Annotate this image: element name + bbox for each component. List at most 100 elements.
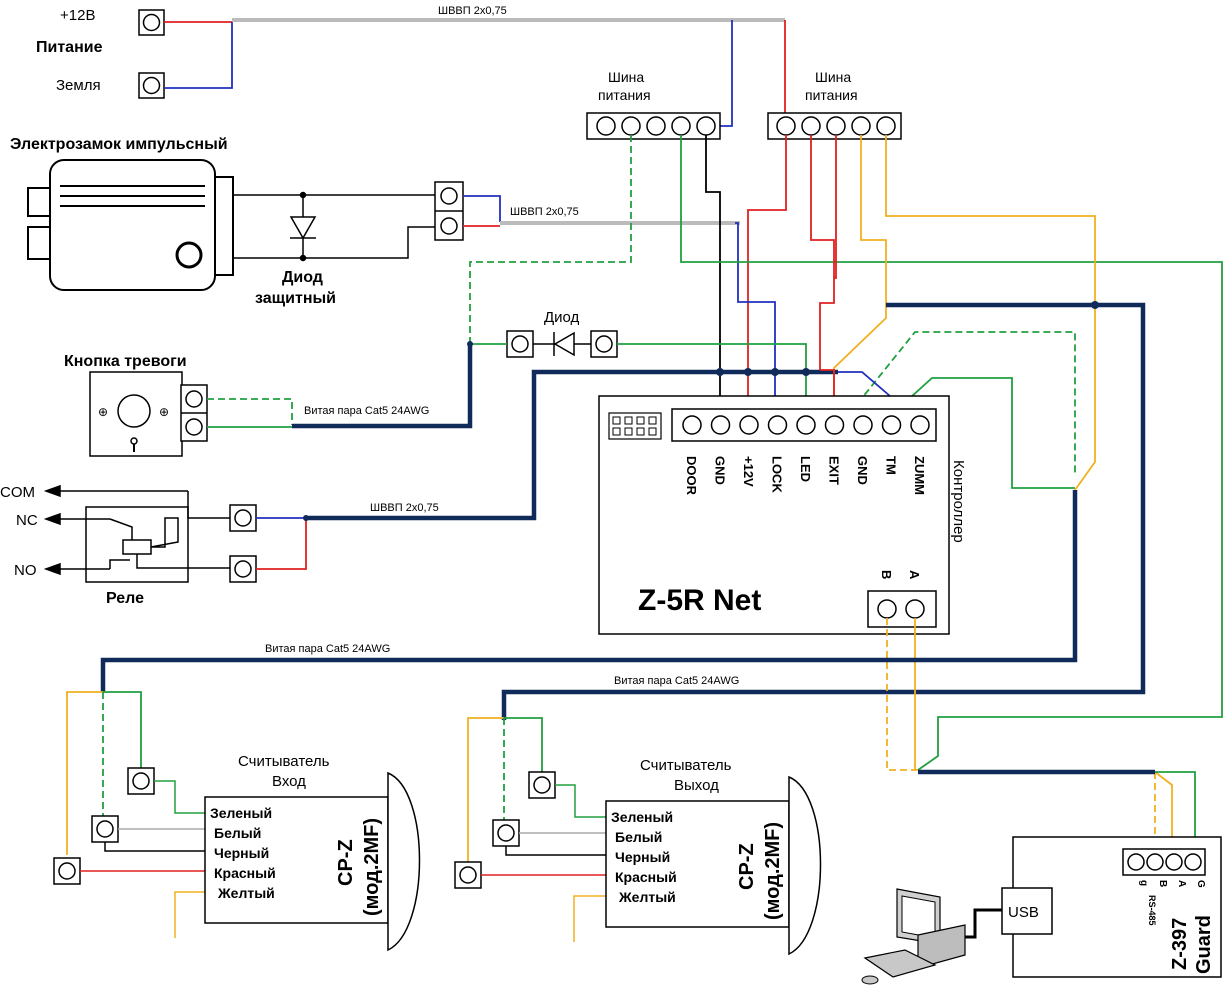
reader-out-cable xyxy=(467,717,543,862)
reader-in-title-2: Вход xyxy=(272,773,306,790)
busbar-left-label-2: питания xyxy=(598,87,651,103)
guard-name-1: Z-397 xyxy=(1169,918,1191,970)
top-power-wires xyxy=(164,18,786,127)
reader-wire-label: Желтый xyxy=(618,889,676,905)
busbar-right-screw xyxy=(826,116,846,136)
cable-label-top: ШВВП 2х0,75 xyxy=(438,5,507,17)
reader-in: Считыватель Вход ЗеленыйБелыйЧерныйКрасн… xyxy=(204,753,421,952)
guard-pin-b: B xyxy=(1157,880,1168,887)
wire-yellow-reader-out xyxy=(467,717,504,862)
reader-out-terminals xyxy=(454,771,556,889)
wire-green-reader-out xyxy=(504,717,543,774)
guard-rs485: RS-485 xyxy=(1147,895,1157,926)
busbar-left-screw xyxy=(596,116,616,136)
controller-pin-gnd xyxy=(853,415,873,435)
controller-pin-led xyxy=(796,415,816,435)
wire-green-diode-to-led xyxy=(617,343,807,370)
terminal-relay-bottom-screw xyxy=(234,560,252,578)
power-plus12-label: +12В xyxy=(60,7,95,24)
controller-pin-label: +12V xyxy=(741,456,756,487)
rs485-wires xyxy=(886,618,1173,855)
exit-diode: Диод xyxy=(506,309,618,358)
power-supply: +12В Питание Земля xyxy=(36,7,165,99)
reader-out-model-2: (мод.2MF) xyxy=(762,822,784,920)
junction xyxy=(716,368,724,376)
controller-pin-exit xyxy=(824,415,845,435)
cable-navy-relay xyxy=(306,369,838,521)
controller-jumpers xyxy=(612,416,657,436)
terminal-alarm-screw xyxy=(185,390,203,408)
relay-com-inner xyxy=(187,491,230,519)
lock-cylinder xyxy=(175,241,203,269)
arrow-com xyxy=(43,484,61,498)
busbar-right: Шина питания xyxy=(767,69,902,140)
wire-yellow-guard xyxy=(1154,771,1173,855)
reader-in-body xyxy=(204,796,389,924)
alarm-knob xyxy=(117,394,151,428)
busbar-left-label-1: Шина xyxy=(608,69,644,85)
terminal-reader-out-screw xyxy=(533,776,551,794)
wire-red-exit xyxy=(810,135,835,370)
diode-symbol xyxy=(553,331,575,357)
alarm-title: Кнопка тревоги xyxy=(64,353,187,370)
reader-out-title-2: Выход xyxy=(674,777,719,794)
electric-lock: Электрозамок импульсный xyxy=(10,136,234,291)
reader-wire-label: Желтый xyxy=(217,885,275,901)
wire-yellow-bus-to-b xyxy=(885,135,1096,491)
reader-out: Считыватель Выход ЗеленыйБелыйЧерныйКрас… xyxy=(605,757,822,956)
wire-black-gnd xyxy=(705,135,721,370)
relay-nc-label: NC xyxy=(16,512,38,529)
cable-label-reader-out: Витая пара Cat5 24AWG xyxy=(614,675,739,687)
diode-protect-label-2: защитный xyxy=(255,290,336,307)
controller-pin-label: TM xyxy=(884,456,899,475)
reader-in-model-1: CP-Z xyxy=(335,839,357,886)
reader-wire-label: Зеленый xyxy=(611,809,673,825)
wire-blue-lock-to-ctrl xyxy=(735,222,776,370)
pc-keyboard xyxy=(863,949,937,978)
wire-lock-bottom xyxy=(233,226,435,259)
wire-yellow-reader-in-out xyxy=(174,891,206,938)
pc-mouse xyxy=(861,975,879,985)
controller-pin-lock xyxy=(767,415,788,435)
controller-side-label: Контроллер xyxy=(950,460,967,543)
reader-in-model-2: (мод.2MF) xyxy=(361,818,383,916)
cable-label-lock: ШВВП 2х0,75 xyxy=(510,206,579,218)
power-title: Питание xyxy=(36,39,103,56)
alarm-wires xyxy=(207,135,807,429)
alarm-screw-icon: ⊕ xyxy=(159,405,169,419)
guard-pin xyxy=(1127,853,1145,871)
reader-in-wires xyxy=(80,780,206,938)
guard-name-2: Guard xyxy=(1193,915,1215,974)
terminal-diode-right-screw xyxy=(595,335,613,353)
lock-bolt-bottom xyxy=(27,226,51,260)
reader-wire-label: Красный xyxy=(615,869,677,885)
busbar-right-screw xyxy=(776,116,796,136)
relay-switch xyxy=(109,518,133,540)
reader-wire-label: Красный xyxy=(214,865,276,881)
guard-converter: G A B g RS-485 USB Z-397 Guard xyxy=(1001,836,1222,978)
busbar-left-screw xyxy=(646,116,666,136)
controller-junctions xyxy=(303,301,1099,521)
cable-navy-tm xyxy=(501,302,1146,720)
wire-black-reader-in xyxy=(104,842,206,852)
controller-wires xyxy=(501,135,1223,771)
diode-protect-label-1: Диод xyxy=(282,269,323,286)
reader-in-antenna xyxy=(387,771,421,952)
busbar-left-screw xyxy=(696,116,716,136)
wire-red-exit-2 xyxy=(834,135,837,279)
wire-green-reader-in-z xyxy=(154,780,206,814)
busbar-right-screw xyxy=(851,116,871,136)
cable-label-alarm: Витая пара Cat5 24AWG xyxy=(304,405,429,417)
reader-wire-label: Черный xyxy=(214,845,269,861)
lock-bolt-top xyxy=(27,187,51,217)
guard-usb-box xyxy=(1001,887,1053,935)
terminal-lock-screw xyxy=(440,217,458,235)
terminal-reader-in-screw xyxy=(132,772,150,790)
lock-body xyxy=(49,159,216,291)
busbar-left: Шина питания xyxy=(586,69,721,140)
controller-pins xyxy=(682,415,930,435)
controller-pin-label: EXIT xyxy=(827,456,842,485)
relay-coil xyxy=(122,539,152,555)
terminal-plus12-screw xyxy=(142,13,161,32)
